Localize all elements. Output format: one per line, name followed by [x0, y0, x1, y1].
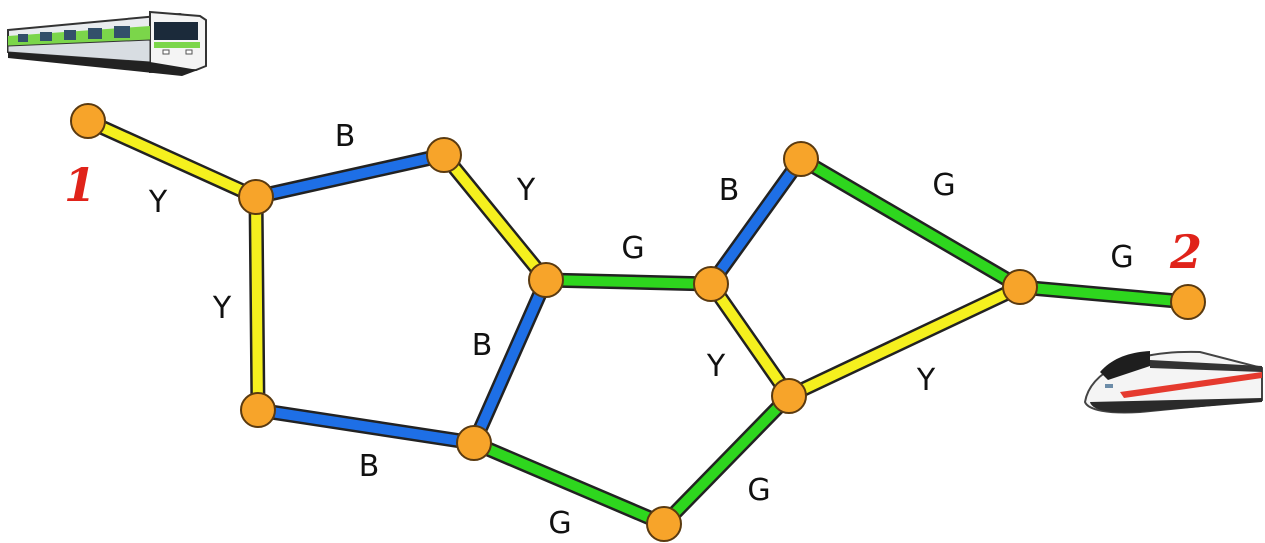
- edge-fill: [659, 391, 794, 529]
- edge-e4: [250, 402, 482, 451]
- edge-e6: [466, 272, 554, 451]
- edge-label-e11: G: [747, 473, 770, 508]
- edge-label-e3: Y: [516, 173, 536, 208]
- edge-fill: [469, 275, 551, 448]
- edge-fill: [439, 150, 551, 285]
- edge-e12: [781, 279, 1028, 404]
- edge-fill: [469, 438, 669, 529]
- station-node-n7: [646, 506, 682, 542]
- edge-label-e0: Y: [148, 185, 168, 220]
- high-speed-train-icon: [1083, 350, 1263, 414]
- edge-e8: [703, 151, 809, 292]
- edge-label-e5: G: [621, 231, 644, 266]
- station-node-n2: [426, 137, 462, 173]
- station-node-n1: [238, 179, 274, 215]
- edge-label-e4: B: [359, 449, 380, 484]
- edge-fill: [253, 405, 479, 448]
- edge-label-e9: Y: [706, 349, 726, 384]
- edge-e13: [1012, 279, 1196, 310]
- station-node-n11: [1170, 284, 1206, 320]
- edge-labels-layer: Y B Y Y B G B G B Y G G Y G: [148, 119, 1134, 541]
- station-node-n3: [240, 392, 276, 428]
- edge-label-e10: G: [932, 168, 955, 203]
- station-node-n9: [771, 378, 807, 414]
- edge-fill: [706, 154, 806, 289]
- edge-fill: [706, 279, 794, 401]
- edge-fill: [1015, 282, 1193, 307]
- edge-e11: [656, 388, 797, 532]
- edge-e3: [436, 147, 554, 288]
- edge-e9: [703, 276, 797, 404]
- edge-fill: [251, 150, 449, 202]
- end-endpoint-label: 2: [1169, 225, 1202, 279]
- station-node-n4: [528, 262, 564, 298]
- edge-fill: [784, 282, 1025, 401]
- station-node-n0: [70, 103, 106, 139]
- edge-e10: [793, 151, 1028, 295]
- station-node-n6: [693, 266, 729, 302]
- nodes-layer: [70, 103, 1206, 542]
- station-node-n10: [1002, 269, 1038, 305]
- commuter-train-icon: [7, 10, 207, 76]
- edge-fill: [83, 116, 261, 202]
- edge-label-e8: B: [719, 173, 740, 208]
- edges-layer: [80, 113, 1196, 532]
- start-endpoint-label: 1: [64, 158, 96, 212]
- edge-label-e1: B: [335, 119, 356, 154]
- edge-e0: [80, 113, 264, 205]
- edge-fill: [796, 154, 1025, 292]
- edge-label-e13: G: [1110, 240, 1133, 275]
- edge-label-e12: Y: [916, 363, 936, 398]
- station-node-n8: [783, 141, 819, 177]
- edge-e7: [466, 435, 672, 532]
- edge-fill: [541, 275, 716, 289]
- edge-label-e7: G: [548, 506, 571, 541]
- edge-e2: [248, 189, 266, 418]
- edge-label-e2: Y: [212, 291, 232, 326]
- station-node-n5: [456, 425, 492, 461]
- edge-e1: [248, 147, 452, 205]
- edge-fill: [251, 192, 263, 415]
- edge-e5: [538, 272, 719, 292]
- edge-label-e6: B: [472, 328, 493, 363]
